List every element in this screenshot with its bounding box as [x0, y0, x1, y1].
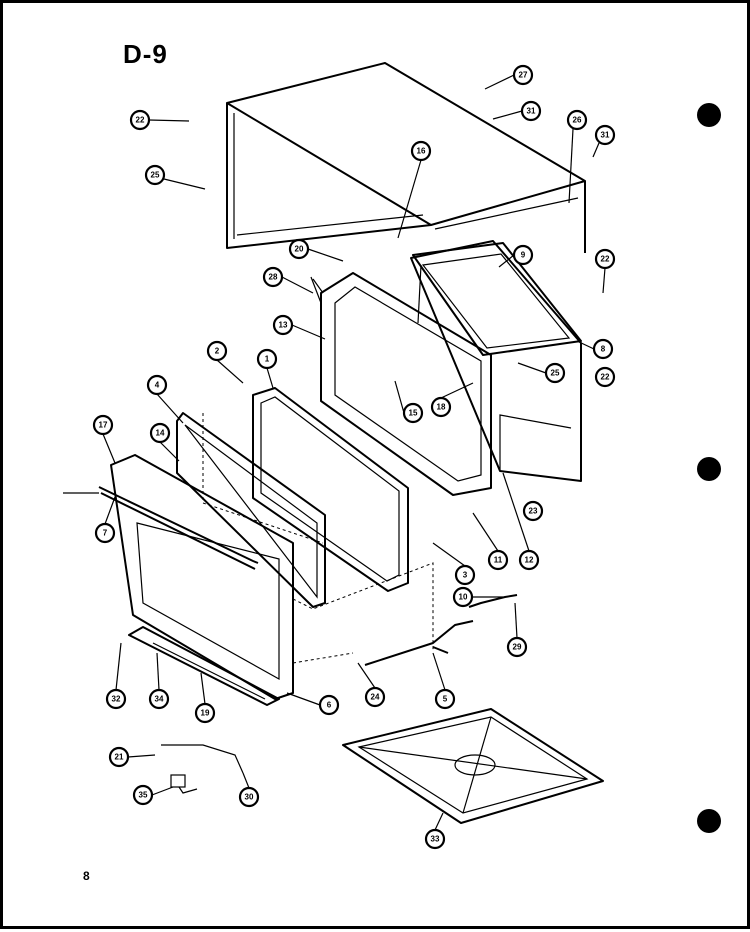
trim-frame — [412, 242, 582, 356]
svg-text:22: 22 — [601, 373, 610, 382]
callout-33: 33 — [424, 828, 446, 850]
callout-23: 23 — [522, 500, 544, 522]
binder-hole-top — [697, 103, 721, 127]
callout-1: 1 — [256, 348, 278, 370]
callout-5: 5 — [434, 688, 456, 710]
oven-front-frame — [310, 272, 492, 496]
svg-text:30: 30 — [245, 793, 254, 802]
door-spring — [468, 594, 518, 608]
diagram-title: D-9 — [123, 39, 168, 69]
bottom-rail — [128, 626, 280, 706]
outer-cabinet-wrapper — [226, 62, 586, 253]
callout-25-top: 25 — [144, 164, 166, 186]
svg-text:18: 18 — [437, 403, 446, 412]
callout-27-top: 27 — [512, 64, 534, 86]
svg-text:29: 29 — [513, 643, 522, 652]
svg-text:22: 22 — [136, 116, 145, 125]
svg-text:31: 31 — [601, 131, 610, 140]
svg-text:9: 9 — [521, 251, 526, 260]
svg-text:3: 3 — [463, 571, 468, 580]
callout-13: 13 — [272, 314, 294, 336]
svg-text:25: 25 — [551, 369, 560, 378]
svg-text:7: 7 — [103, 529, 108, 538]
callout-4: 4 — [146, 374, 168, 396]
callout-31-top: 31 — [520, 100, 542, 122]
callout-10: 10 — [452, 586, 474, 608]
svg-text:2: 2 — [215, 347, 220, 356]
svg-text:1: 1 — [265, 355, 270, 364]
callout-22-topleft: 22 — [129, 109, 151, 131]
svg-text:35: 35 — [139, 791, 148, 800]
svg-text:8: 8 — [601, 345, 606, 354]
svg-text:6: 6 — [327, 701, 332, 710]
svg-text:11: 11 — [494, 556, 503, 565]
svg-text:13: 13 — [279, 321, 288, 330]
callout-21: 21 — [108, 746, 130, 768]
callout-31-right: 31 — [594, 124, 616, 146]
svg-text:32: 32 — [112, 695, 121, 704]
svg-text:14: 14 — [156, 429, 165, 438]
callout-14: 14 — [149, 422, 171, 444]
callout-11: 11 — [487, 549, 509, 571]
svg-text:21: 21 — [115, 753, 124, 762]
svg-text:16: 16 — [417, 147, 426, 156]
callout-22-lower: 22 — [594, 366, 616, 388]
svg-text:31: 31 — [527, 107, 536, 116]
callout-26: 26 — [566, 109, 588, 131]
svg-text:23: 23 — [529, 507, 538, 516]
svg-text:17: 17 — [99, 421, 108, 430]
callout-29: 29 — [506, 636, 528, 658]
svg-text:20: 20 — [295, 245, 304, 254]
svg-text:22: 22 — [601, 255, 610, 264]
svg-text:28: 28 — [269, 273, 278, 282]
callout-12: 12 — [518, 549, 540, 571]
svg-text:5: 5 — [443, 695, 448, 704]
svg-text:24: 24 — [371, 693, 380, 702]
svg-text:26: 26 — [573, 116, 582, 125]
callout-18: 18 — [430, 396, 452, 418]
binder-hole-bottom — [697, 809, 721, 833]
binder-hole-middle — [697, 457, 721, 481]
door-inner-frame — [252, 387, 409, 592]
callout-32: 32 — [105, 688, 127, 710]
callout-20: 20 — [288, 238, 310, 260]
callout-34: 34 — [148, 688, 170, 710]
side-panel — [410, 240, 582, 482]
leader-lines — [102, 74, 606, 831]
callout-35: 35 — [132, 784, 154, 806]
svg-text:10: 10 — [459, 593, 468, 602]
callout-19: 19 — [194, 702, 216, 724]
oven-door-front — [63, 454, 294, 700]
page-number: 8 — [83, 869, 90, 883]
callout-6: 6 — [318, 694, 340, 716]
svg-text:19: 19 — [201, 709, 210, 718]
svg-text:12: 12 — [525, 556, 534, 565]
callout-22-right: 22 — [594, 248, 616, 270]
hinge-arm — [364, 620, 474, 666]
svg-text:4: 4 — [155, 381, 160, 390]
svg-text:27: 27 — [519, 71, 528, 80]
svg-text:33: 33 — [431, 835, 440, 844]
wire-harness — [161, 744, 244, 794]
exploded-view-drawing: 27 31 22 26 31 16 25 22 20 9 28 13 8 25 … — [63, 62, 721, 850]
callout-16-top: 16 — [410, 140, 432, 162]
callout-30: 30 — [238, 786, 260, 808]
callout-28: 28 — [262, 266, 284, 288]
callout-2: 2 — [206, 340, 228, 362]
callout-3: 3 — [454, 564, 476, 586]
callout-17: 17 — [92, 414, 114, 436]
drip-pan — [342, 708, 604, 824]
callout-24: 24 — [364, 686, 386, 708]
svg-text:25: 25 — [151, 171, 160, 180]
callout-8: 8 — [592, 338, 614, 360]
callout-25-right: 25 — [544, 362, 566, 384]
callout-15: 15 — [402, 402, 424, 424]
alignment-lines — [202, 413, 434, 664]
svg-text:34: 34 — [155, 695, 164, 704]
door-glass-panel — [176, 412, 326, 608]
svg-text:15: 15 — [409, 409, 418, 418]
callout-7: 7 — [94, 522, 116, 544]
callout-9: 9 — [512, 244, 534, 266]
